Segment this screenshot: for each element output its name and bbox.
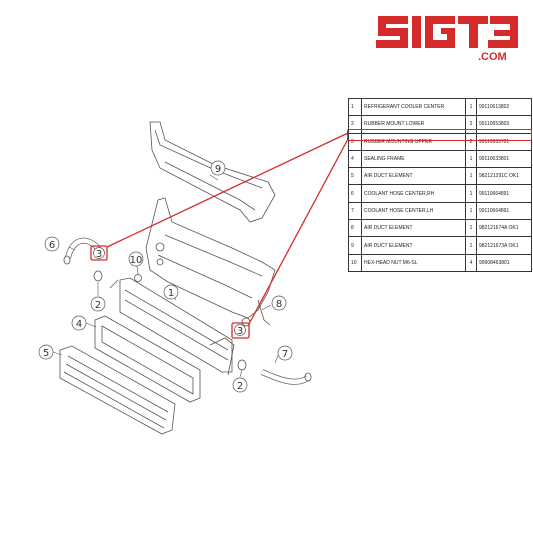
callout-4[interactable]: 4: [71, 315, 87, 331]
svg-text:2: 2: [237, 381, 243, 392]
callout-2-upper[interactable]: 2: [90, 296, 106, 312]
part-10-hex-nut[interactable]: [134, 274, 142, 282]
cell-part-no: 99110633801: [476, 149, 532, 169]
part-9-air-duct-upper[interactable]: [149, 121, 276, 223]
cell-part-no: 99110613802: [476, 97, 532, 117]
svg-text:7: 7: [282, 349, 288, 360]
svg-text:8: 8: [276, 299, 282, 310]
cell-no: 4: [348, 149, 362, 169]
part-8-air-duct-lower[interactable]: [145, 197, 276, 326]
cell-name: COOLANT HOSE CENTER,RH: [361, 184, 466, 203]
cell-part-no: 99110664891: [476, 201, 532, 221]
svg-text:10: 10: [130, 255, 143, 266]
cell-no: 7: [348, 201, 362, 221]
selected-row-highlight: [347, 129, 532, 141]
cell-no: 10: [348, 253, 362, 272]
cell-qty: 4: [465, 253, 477, 272]
cell-qty: 1: [465, 149, 477, 169]
callout-7[interactable]: 7: [277, 345, 293, 361]
part-1-refrigerant-cooler[interactable]: [109, 277, 235, 376]
cell-name: AIR DUCT ELEMENT: [361, 236, 466, 255]
cell-name: REFRIGERANT COOLER CENTER: [361, 97, 466, 117]
callout-6[interactable]: 6: [44, 236, 60, 252]
callout-2-lower[interactable]: 2: [232, 377, 248, 393]
svg-text:6: 6: [49, 240, 55, 251]
cell-part-no: 982121673A OK1: [476, 236, 532, 255]
svg-text:1: 1: [168, 288, 174, 299]
part-4-sealing-frame[interactable]: [94, 315, 201, 403]
callout-3-upper[interactable]: 3: [93, 247, 105, 261]
callout-9[interactable]: 9: [210, 160, 226, 176]
cell-name: AIR DUCT ELEMENT: [361, 219, 466, 238]
callout-3-highlight-box-lower: [231, 322, 250, 339]
svg-text:9: 9: [215, 164, 221, 175]
brand-logo[interactable]: .COM: [372, 10, 520, 64]
cell-qty: 1: [465, 184, 477, 203]
callout-3-lower[interactable]: 3: [234, 324, 246, 338]
cell-no: 8: [348, 219, 362, 238]
part-5-air-duct-grille[interactable]: [59, 345, 176, 435]
cell-qty: 1: [465, 167, 477, 186]
cell-no: 5: [348, 167, 362, 186]
cell-qty: 1: [465, 219, 477, 238]
cell-qty: 1: [465, 236, 477, 255]
cell-part-no: 99110664891: [476, 184, 532, 203]
callout-8[interactable]: 8: [271, 295, 287, 311]
svg-text:2: 2: [95, 300, 101, 311]
cell-no: 9: [348, 236, 362, 255]
callout-10[interactable]: 10: [128, 251, 144, 267]
part-7-coolant-hose-lh[interactable]: [260, 369, 312, 385]
callout-3-highlight-box-upper: [90, 245, 108, 261]
cell-name: AIR DUCT ELEMENT: [361, 167, 466, 186]
svg-text:5: 5: [43, 348, 49, 359]
cell-name: COOLANT HOSE CENTER,LH: [361, 201, 466, 221]
cell-name: HEX-HEAD NUT M6-SL: [361, 253, 466, 272]
cell-name: SEALING FRAME: [361, 149, 466, 169]
svg-text:3: 3: [237, 326, 243, 337]
logo-mark: [376, 16, 518, 48]
cell-part-no: 982121674A OK1: [476, 219, 532, 238]
cell-no: 6: [348, 184, 362, 203]
cell-qty: 1: [465, 97, 477, 117]
svg-text:4: 4: [76, 319, 82, 330]
highlight-leader-lines: [106, 132, 349, 325]
svg-text:3: 3: [96, 249, 102, 260]
logo-domain: .COM: [478, 51, 507, 63]
callout-5[interactable]: 5: [38, 344, 54, 360]
callout-1[interactable]: 1: [163, 284, 179, 300]
cell-no: 1: [348, 97, 362, 117]
cell-part-no: 99908463801: [476, 253, 532, 272]
cell-qty: 1: [465, 201, 477, 221]
cell-part-no: 982121291C OK1: [476, 167, 532, 186]
